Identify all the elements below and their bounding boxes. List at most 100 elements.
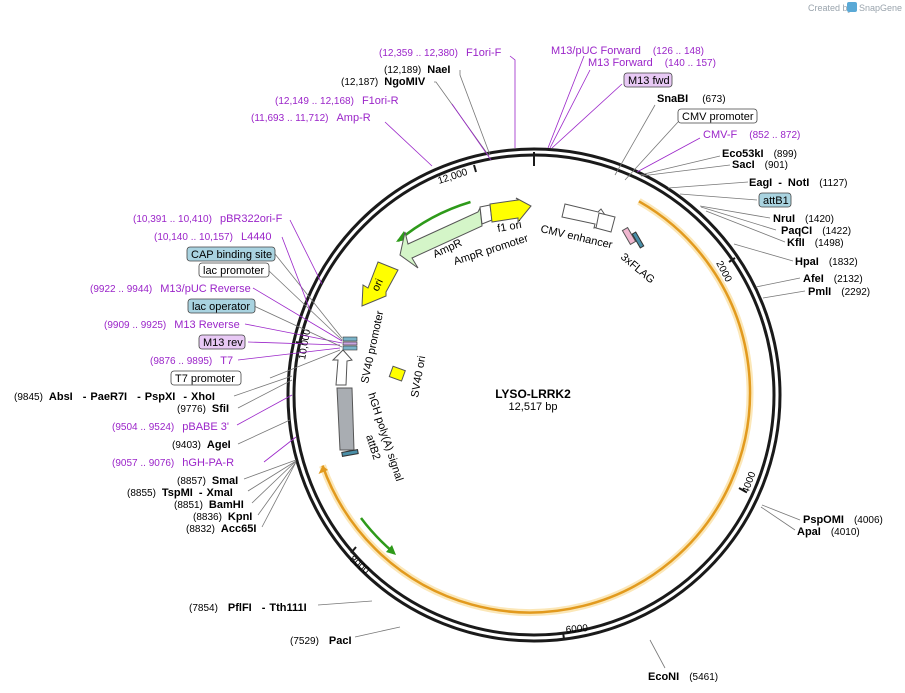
primer-m13-reverse[interactable]: (9909 .. 9925)M13 Reverse (104, 319, 240, 331)
leader-m13rev-box (247, 341, 341, 346)
leader-pflfi (317, 600, 373, 606)
leader-apai (760, 506, 796, 531)
box-t7-promoter[interactable]: T7 promoter (170, 370, 242, 386)
primer-m13-fwd-box[interactable]: M13 fwd (623, 72, 673, 88)
enzyme-eagi-noti[interactable]: EagI-NotI(1127) (749, 177, 847, 189)
enzyme-apai[interactable]: ApaI(4010) (797, 526, 860, 538)
snapgene-credit: Created by SnapGene (808, 2, 902, 13)
lac-operator-feature (342, 345, 358, 351)
box-attb1[interactable]: attB1 (758, 192, 792, 208)
box-lac-promoter-label: lac promoter (203, 265, 264, 277)
m13-fwd-box-label: M13 fwd (628, 75, 670, 87)
m13-rev-feature (342, 341, 358, 346)
cmv-promoter-feature (595, 212, 616, 233)
enzyme-eco53ki[interactable]: Eco53kI(899) (722, 148, 797, 160)
box-cmv-promoter[interactable]: CMV promoter (677, 108, 758, 124)
leader-kpni (257, 461, 297, 516)
ori-feature (361, 261, 399, 307)
box-cap-binding-site[interactable]: CAP binding site (186, 246, 276, 262)
enzyme-agei[interactable]: (9403)AgeI (172, 439, 231, 451)
leader-m13puc-fwd (547, 55, 585, 149)
m13-rev-box-bg (198, 334, 246, 350)
boxed-feature-labels: CMV promoter attB1 CAP binding site lac … (170, 108, 792, 386)
primer-m13-forward[interactable]: M13 Forward(140 .. 157) (588, 57, 716, 69)
primer-hgh-pa-r[interactable]: (9057 .. 9076)hGH-PA-R (112, 457, 234, 469)
enzyme-bamhi[interactable]: (8851)BamHI (174, 499, 244, 511)
leader-attb1 (679, 193, 758, 201)
leader-eco53ki (639, 155, 721, 176)
backbone-outer-ring (286, 147, 782, 643)
enzyme-kfli[interactable]: KflI(1498) (787, 237, 844, 249)
enzyme-kpni[interactable]: (8836)KpnI (193, 511, 252, 523)
enzyme-tspmi-xmai[interactable]: (8855)TspMI-XmaI (127, 487, 233, 499)
box-t7-promoter-label: T7 promoter (175, 373, 235, 385)
enzyme-hpai[interactable]: HpaI(1832) (795, 256, 858, 268)
primer-f1orir[interactable]: (12,149 .. 12,168)F1ori-R (275, 95, 399, 107)
enzyme-sfii[interactable]: (9776)SfiI (177, 403, 229, 415)
primer-m13puc-reverse[interactable]: (9922 .. 9944)M13/pUC Reverse (90, 283, 251, 295)
primer-ampr[interactable]: (11,693 .. 11,712)Amp-R (251, 112, 371, 124)
enzyme-paci[interactable]: (7529)PacI (290, 635, 352, 647)
enzyme-absi-group[interactable]: (9845)AbsI-PaeR7I-PspXI-XhoI (14, 391, 215, 403)
enzyme-saci[interactable]: SacI(901) (732, 159, 788, 171)
primer-pbabe3[interactable]: (9504 .. 9524)pBABE 3' (112, 421, 229, 433)
enzyme-afei[interactable]: AfeI(2132) (803, 273, 863, 285)
primer-pbr322orif[interactable]: (10,391 .. 10,410)pBR322ori-F (133, 213, 283, 225)
enzyme-smai[interactable]: (8857)SmaI (177, 475, 238, 487)
leader-hpai (733, 243, 794, 262)
leader-saci (640, 164, 731, 177)
enzyme-naei[interactable]: (12,189)NaeI (384, 64, 451, 76)
leader-naei (459, 70, 491, 156)
leader-lines (233, 55, 806, 669)
tick-2000-mark (728, 257, 736, 263)
flag-feature (621, 226, 637, 246)
primer-cmvf[interactable]: CMV-F(852 .. 872) (703, 129, 800, 141)
box-cmv-promoter-label: CMV promoter (682, 111, 754, 123)
enzyme-labels: (12,189)NaeI (12,187)NgoMIV SnaBI(673) E… (14, 64, 883, 683)
plasmid-name: LYSO-LRRK2 (495, 387, 571, 401)
leader-eagi (667, 181, 749, 189)
f1-ori-feature (489, 197, 532, 224)
tick-12000-mark (473, 164, 477, 173)
leader-tspmi (247, 460, 297, 492)
enzyme-nrui[interactable]: NruI(1420) (773, 213, 834, 225)
leader-kfli (705, 210, 786, 243)
leader-cmvf (636, 137, 701, 173)
leader-t7-promoter (269, 349, 341, 379)
leader-cap (274, 253, 343, 339)
box-lac-operator[interactable]: lac operator (187, 298, 256, 314)
tick-8000: 8000 (347, 554, 371, 577)
leader-sfii (237, 379, 293, 409)
box-attb1-bg (758, 192, 792, 208)
enzyme-pspomi[interactable]: PspOMI(4006) (803, 514, 883, 526)
enzyme-pflfi-tth111i[interactable]: (7854)PflFI-Tth111I (189, 602, 307, 614)
primer-m13-rev-box[interactable]: M13 rev (198, 334, 246, 350)
label-ori: ori (370, 277, 386, 293)
primer-f1orif[interactable]: (12,359 .. 12,380)F1ori-F (379, 47, 502, 59)
m13-rev-box-label: M13 rev (203, 337, 243, 349)
box-lac-promoter[interactable]: lac promoter (198, 262, 270, 278)
box-cmv-promoter-bg (677, 108, 758, 124)
leader-f1orif (509, 55, 516, 148)
insert-line (321, 200, 752, 614)
primer-m13puc-forward[interactable]: M13/pUC Forward(126 .. 148) (551, 45, 704, 57)
box-cap-bg (186, 246, 276, 262)
enzyme-acc65i[interactable]: (8832)Acc65I (186, 523, 256, 535)
label-ampr-promoter: AmpR promoter (452, 232, 530, 268)
enzyme-snabi[interactable]: SnaBI(673) (657, 93, 726, 105)
leader-pbabe (236, 394, 293, 426)
label-sv40-ori: SV40 ori (409, 355, 428, 399)
primer-l4440[interactable]: (10,140 .. 10,157)L4440 (154, 231, 272, 243)
tick-4000-mark (738, 487, 747, 493)
leader-hghpar (263, 436, 297, 463)
leader-econi (649, 639, 666, 669)
credit-prefix: Created by (808, 3, 853, 13)
enzyme-pmli[interactable]: PmlI(2292) (808, 286, 870, 298)
enzyme-paqci[interactable]: PaqCI(1422) (781, 225, 851, 237)
enzyme-econi[interactable]: EcoNI(5461) (648, 671, 718, 683)
leader-acc65i (261, 461, 297, 528)
tick-6000-mark (562, 631, 565, 640)
attb2-feature (341, 449, 359, 457)
primer-t7[interactable]: (9876 .. 9895)T7 (150, 355, 233, 367)
enzyme-ngomiv[interactable]: (12,187)NgoMIV (341, 76, 426, 88)
